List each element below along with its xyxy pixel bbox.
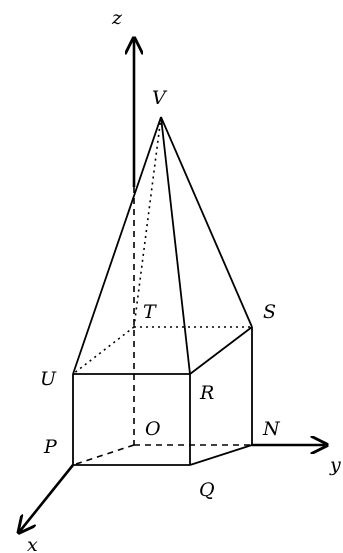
label-N: N	[262, 418, 281, 440]
edge-R-S	[189, 326, 253, 375]
label-z: z	[111, 7, 123, 29]
label-P: P	[43, 436, 58, 458]
label-y: y	[329, 454, 341, 476]
label-V: V	[152, 87, 168, 109]
x-axis-hidden	[72, 444, 135, 466]
label-T: T	[143, 301, 157, 323]
edge-V-T	[133, 116, 162, 328]
x-axis	[20, 464, 75, 531]
label-O: O	[145, 418, 161, 440]
edge-T-U	[72, 326, 135, 375]
label-Q: Q	[199, 479, 215, 501]
label-x: x	[27, 534, 38, 553]
label-U: U	[40, 368, 57, 390]
edge-V-U	[72, 116, 162, 375]
label-S: S	[263, 301, 276, 323]
edge-Q-N	[189, 444, 253, 466]
edge-V-R	[160, 116, 191, 375]
edge-V-S	[160, 116, 253, 328]
label-R: R	[199, 382, 214, 404]
